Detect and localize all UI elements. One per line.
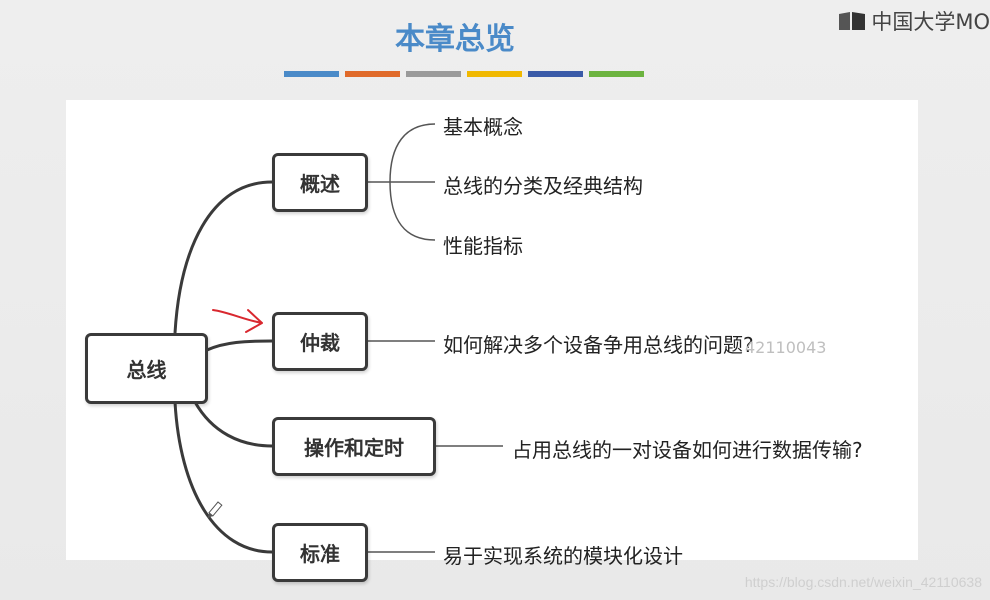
page-title: 本章总览 (395, 22, 515, 57)
branch-operation-timing: 操作和定时 (272, 417, 436, 476)
stripe-5 (528, 71, 583, 77)
leaf-classification-structure: 总线的分类及经典结构 (443, 174, 643, 198)
stripe-2 (345, 71, 400, 77)
connector-root-standard (173, 401, 273, 554)
leaf-basic-concepts: 基本概念 (443, 115, 523, 139)
color-stripes (284, 71, 644, 77)
branch-arbitration: 仲裁 (272, 312, 368, 371)
leaf-arbitration-question: 如何解决多个设备争用总线的问题? (443, 333, 754, 357)
overlay-watermark: 42110043 (745, 338, 827, 357)
connector-root-timing (193, 401, 273, 448)
leaf-performance-metrics: 性能指标 (443, 234, 523, 258)
footer-watermark: https://blog.csdn.net/weixin_42110638 (744, 574, 982, 590)
stripe-1 (284, 71, 339, 77)
stripe-6 (589, 71, 644, 77)
root-node: 总线 (85, 333, 208, 404)
book-icon (839, 12, 866, 30)
stripe-3 (406, 71, 461, 77)
diagram-panel (66, 100, 918, 560)
leaf-timing-question: 占用总线的一对设备如何进行数据传输? (512, 438, 863, 462)
leaf-modular-design: 易于实现系统的模块化设计 (443, 544, 683, 568)
red-annotation-arrow (212, 309, 263, 333)
connector-root-arbitration (206, 339, 273, 352)
mooc-logo: 中国大学MO (837, 6, 990, 36)
pencil-icon (207, 501, 223, 519)
branch-overview: 概述 (272, 153, 368, 212)
logo-text: 中国大学MO (871, 10, 990, 34)
stripe-4 (467, 71, 522, 77)
connector-root-overview (173, 180, 273, 334)
branch-standard: 标准 (272, 523, 368, 582)
